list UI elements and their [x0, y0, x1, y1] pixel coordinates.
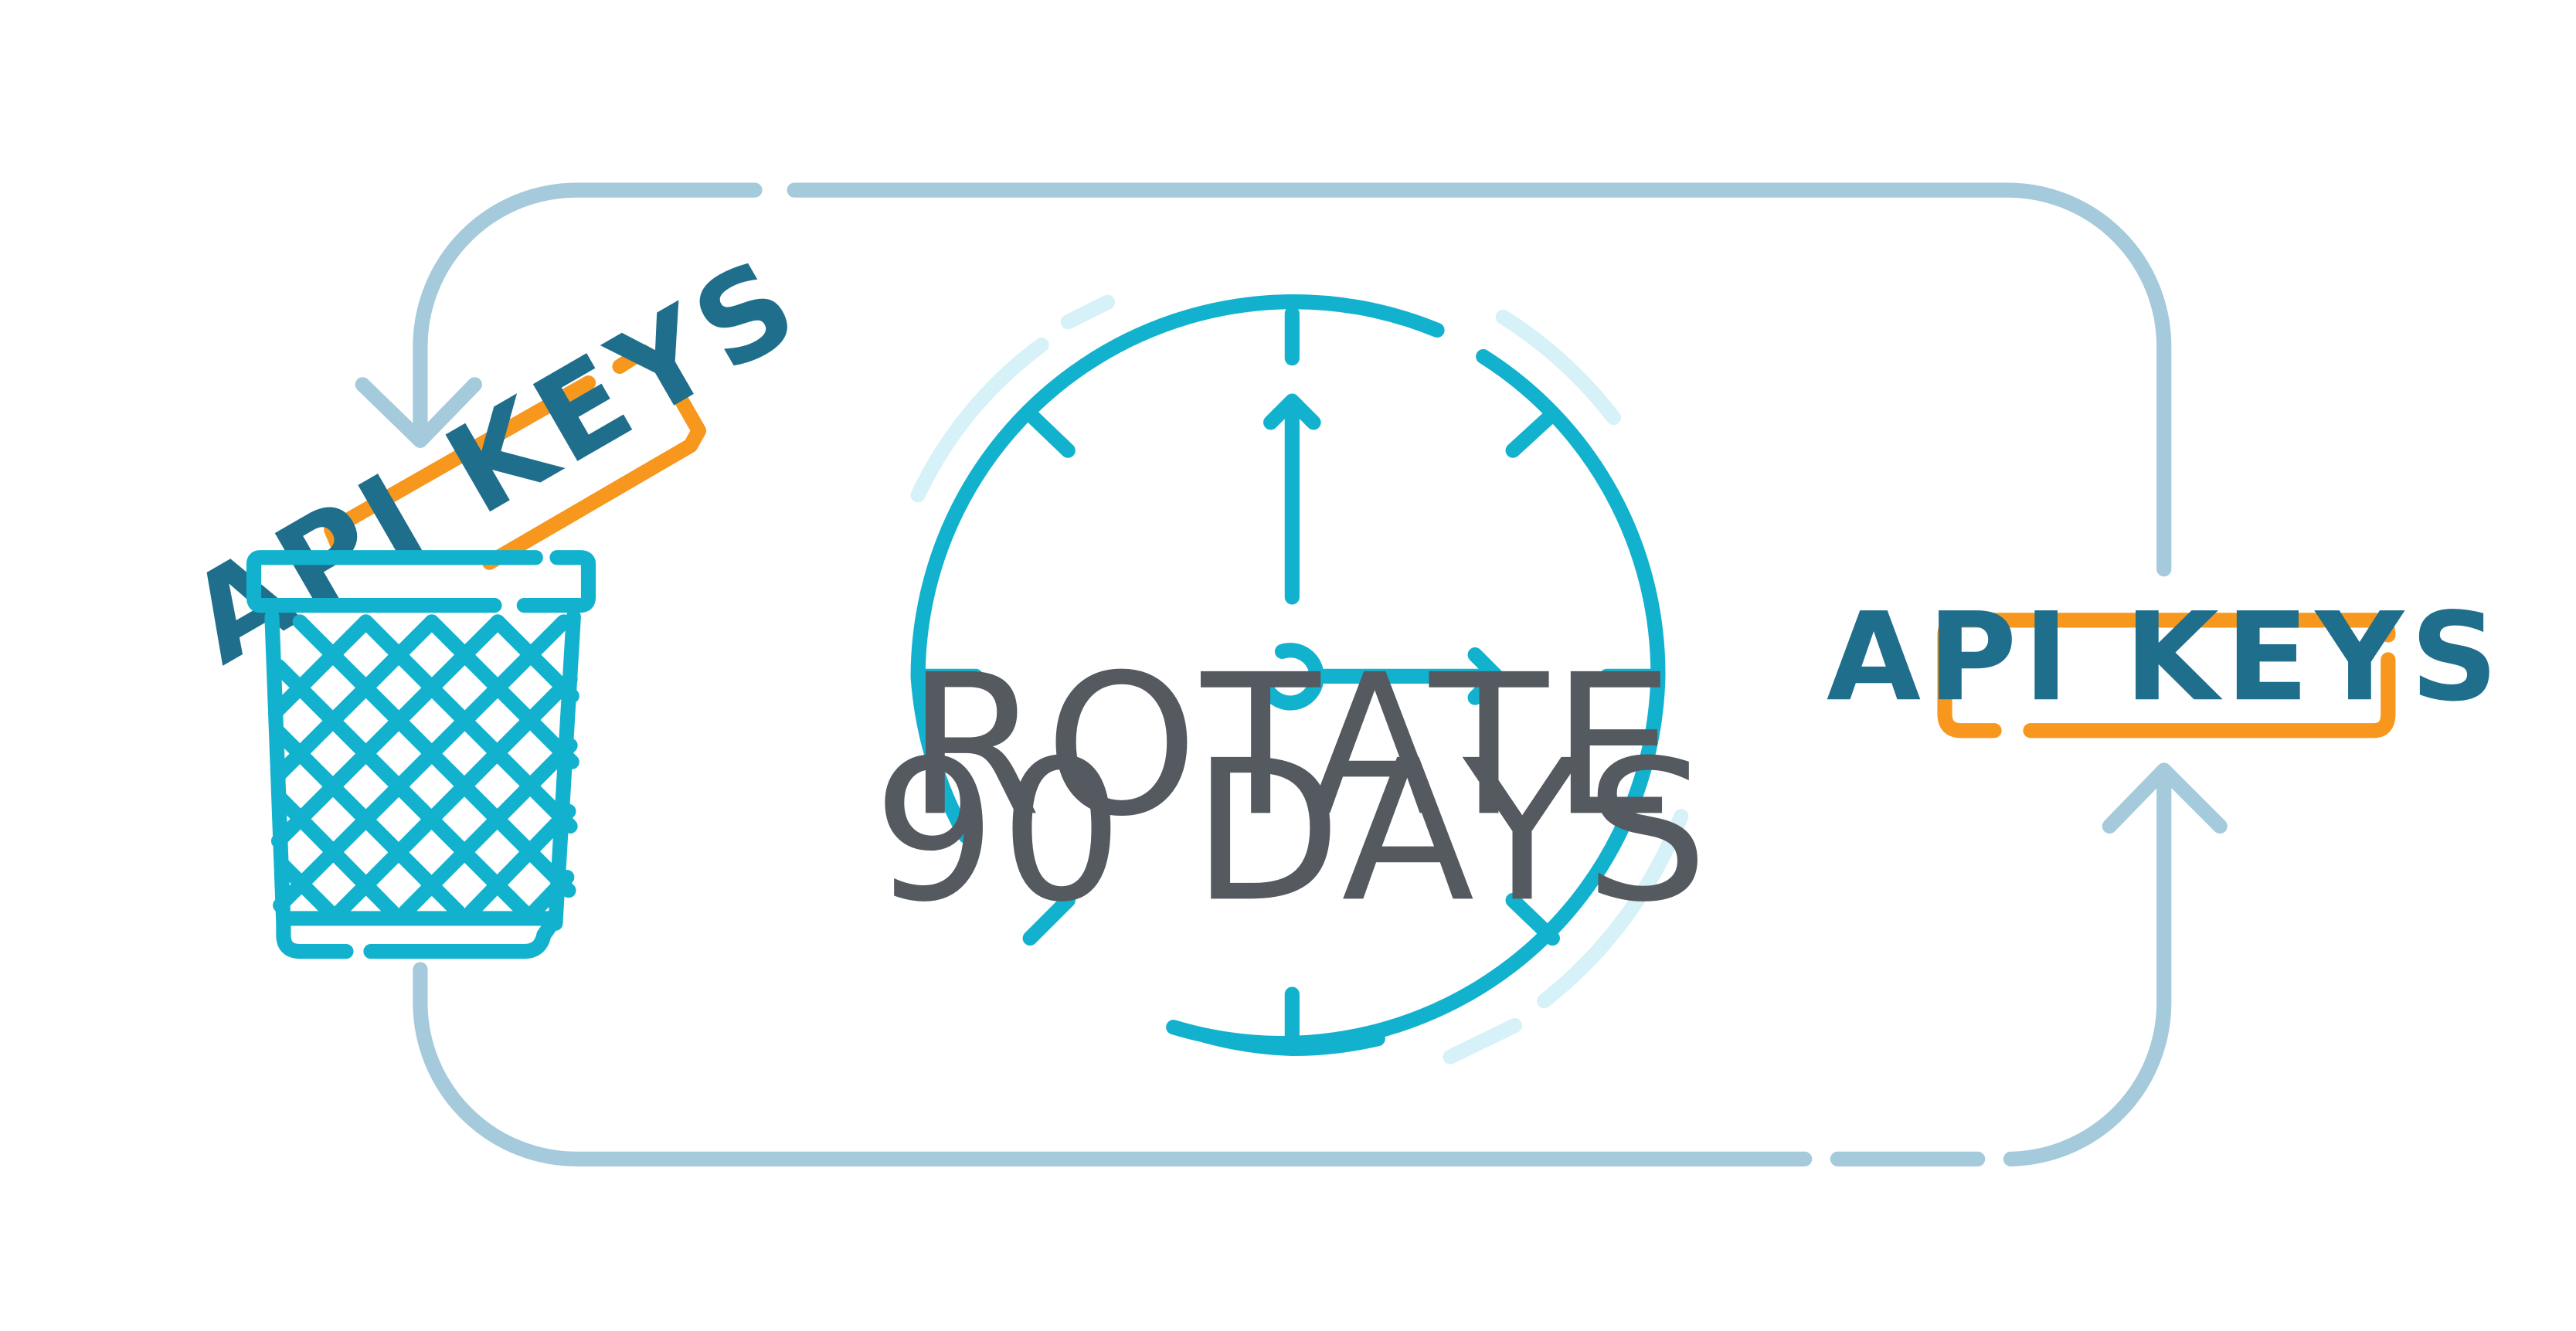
api-key-tag-icon — [1937, 613, 2396, 739]
rotation-loop — [355, 182, 2228, 1166]
arrow-up-icon — [2102, 762, 2228, 834]
rotate-period: 90 DAYS — [873, 718, 1712, 945]
loop-top-right-segment — [787, 182, 2172, 577]
arrow-down-icon — [355, 377, 482, 448]
loop-right-return-segment — [2003, 767, 2172, 1166]
clock-motion-arc-bottom-right — [1537, 809, 1689, 1009]
new-key-label: API KEYS — [1827, 586, 2505, 728]
clock-motion-arc-top-left — [910, 338, 1049, 503]
trash-mesh — [269, 614, 579, 919]
clock-motion-arc-top-right — [1495, 309, 1621, 426]
api-key-tag-icon — [324, 344, 707, 570]
loop-top-left-segment — [413, 182, 763, 442]
rotate-title: ROTATE — [906, 633, 1677, 859]
clock-motion-dash-top-left — [1060, 294, 1116, 330]
clock-icon — [910, 294, 1689, 1064]
loop-bottom-segment — [413, 962, 1813, 1166]
new-api-key-tag: API KEYS — [1827, 586, 2505, 739]
trash-rim — [246, 550, 596, 613]
hour-hand — [1317, 647, 1504, 705]
minute-hand — [1263, 393, 1321, 605]
clock-hour-marks — [917, 306, 1664, 1051]
trash-basket-icon — [246, 550, 596, 959]
clock-motion-dash-bottom-right — [1443, 1017, 1522, 1064]
clock-hands — [1256, 393, 1504, 711]
clock-pivot — [1256, 643, 1324, 711]
